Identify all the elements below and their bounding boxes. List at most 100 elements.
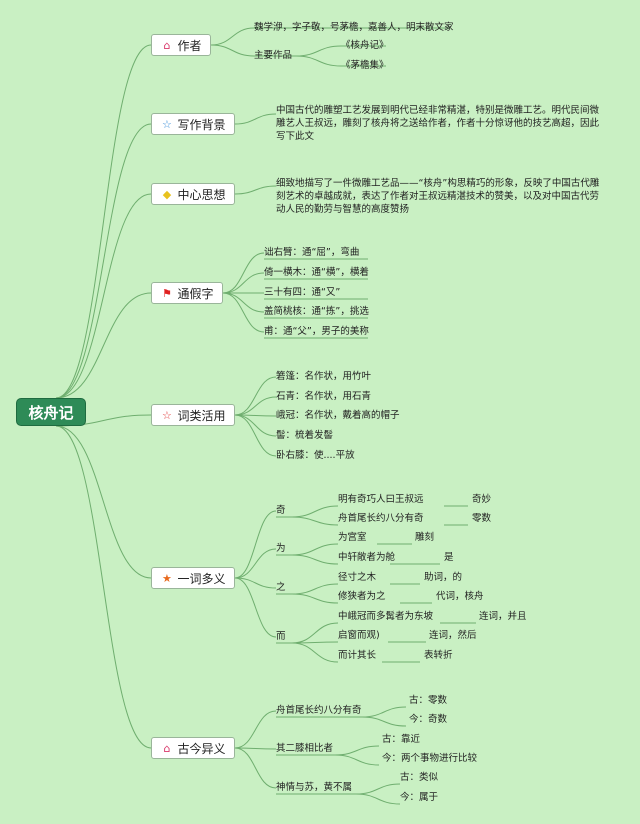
root-to-branch-line (55, 425, 152, 749)
duoyi-word: 奇 (276, 505, 286, 516)
root-to-branch-line (55, 123, 152, 399)
tongjia-item: 三十有四：通“又” (264, 287, 341, 298)
gujin-gu: 古：零数 (409, 695, 448, 706)
connector-line (210, 27, 255, 46)
root-to-branch-line (55, 292, 152, 399)
branch-background[interactable]: ☆ 写作背景 (151, 113, 235, 135)
connector-line (234, 577, 277, 638)
connector-line (295, 45, 342, 57)
work-item: 《核舟记》 (341, 40, 389, 51)
gujin-phrase: 神情与苏，黄不属 (276, 782, 353, 793)
duoyi-meaning: 连词，然后 (429, 630, 477, 641)
tongjia-item: 倚一横木：通“横”，横着 (264, 267, 369, 278)
gujin-gu: 古：类似 (400, 772, 439, 783)
gujin-jin: 今：两个事物进行比较 (382, 753, 478, 764)
connector-line (234, 548, 277, 579)
author-info: 魏学洢，字子敬，号茅檐，嘉善人，明末散文家 (254, 22, 454, 33)
duoyi-phrase: 中峨冠而多髯者为东坡 (338, 611, 434, 622)
root-node[interactable]: 核舟记 (16, 398, 86, 426)
duoyi-meaning: 雕刻 (415, 532, 435, 543)
connector-line (222, 272, 265, 294)
duoyi-phrase: 修狭者为之 (338, 591, 386, 602)
connector-line (334, 754, 380, 766)
branch-cilei[interactable]: ☆ 词类活用 (151, 404, 235, 426)
duoyi-word: 为 (276, 543, 286, 554)
house-icon: ⌂ (163, 38, 171, 52)
theme-text: 细致地描写了一件微雕工艺品——“核舟”构思精巧的形象，反映了中国古代雕刻艺术的卓… (276, 178, 600, 215)
connector-line (234, 414, 277, 437)
duoyi-phrase: 为宫室 (338, 532, 367, 543)
branch-author[interactable]: ⌂ 作者 (151, 34, 211, 56)
branch-label: 中心思想 (177, 187, 226, 202)
duoyi-meaning: 连词，并且 (479, 611, 527, 622)
connector-line (234, 396, 277, 416)
gujin-jin: 今：属于 (400, 792, 439, 803)
duoyi-phrase: 径寸之木 (338, 572, 377, 583)
duoyi-phrase: 舟首尾长约八分有奇 (338, 513, 424, 524)
branch-tongjia[interactable]: ⚑ 通假字 (151, 282, 223, 304)
star-outline-icon: ☆ (162, 117, 172, 131)
flag-icon: ⚑ (162, 286, 172, 300)
cilei-item: 髻：梳着发髻 (276, 430, 334, 441)
duoyi-phrase: 中轩敞者为舱 (338, 552, 396, 563)
connector-line (234, 185, 277, 195)
gujin-jin: 今：奇数 (409, 714, 448, 725)
connector-line (291, 622, 339, 644)
works-label: 主要作品 (254, 50, 293, 61)
connector-line (222, 292, 265, 313)
duoyi-word: 之 (276, 582, 286, 593)
star-filled-icon: ★ (162, 571, 172, 585)
connector-line (222, 252, 265, 294)
branch-label: 作者 (177, 38, 202, 53)
duoyi-word: 而 (276, 631, 286, 642)
connector-line (295, 55, 342, 67)
connector-line (234, 710, 277, 749)
branch-label: 古今异义 (177, 741, 226, 756)
branch-label: 一词多义 (177, 571, 226, 586)
cilei-item: 箬篷：名作状，用竹叶 (276, 371, 372, 382)
connector-line (361, 716, 407, 727)
duoyi-phrase: 明有奇巧人曰王叔远 (338, 494, 424, 505)
tongjia-item: 诎右臂：通“屈”，弯曲 (264, 247, 360, 258)
root-to-branch-line (55, 425, 152, 579)
connector-line (234, 510, 277, 579)
connector-line (210, 44, 255, 57)
duoyi-phrase: 启窗而观) (338, 630, 380, 641)
connector-line (291, 516, 339, 526)
duoyi-meaning: 代词，核舟 (436, 591, 484, 602)
connector-line (361, 706, 407, 718)
connector-line (234, 747, 277, 789)
connector-line (234, 376, 277, 416)
branch-gujin[interactable]: ⌂ 古今异义 (151, 737, 235, 759)
gem-icon: ◆ (162, 187, 172, 201)
branch-label: 写作背景 (177, 117, 226, 132)
connector-line (234, 113, 277, 125)
connector-line (234, 414, 277, 457)
duoyi-phrase: 而计其长 (338, 650, 377, 661)
duoyi-meaning: 表转折 (424, 650, 453, 661)
connector-line (291, 554, 339, 565)
duoyi-meaning: 是 (444, 552, 454, 563)
connector-line (291, 583, 339, 595)
gujin-gu: 古：靠近 (382, 734, 421, 745)
connector-line (234, 747, 277, 750)
connector-line (222, 292, 265, 333)
branch-theme[interactable]: ◆ 中心思想 (151, 183, 235, 205)
branch-duoyi[interactable]: ★ 一词多义 (151, 567, 235, 589)
tongjia-item: 甫：通“父”，男子的美称 (264, 326, 369, 337)
connector-line (291, 543, 339, 556)
root-to-branch-line (55, 44, 152, 399)
connector-line (234, 577, 277, 589)
gujin-phrase: 其二膝相比者 (276, 743, 334, 754)
work-item: 《茅檐集》 (341, 60, 389, 71)
branch-label: 通假字 (177, 286, 214, 301)
cilei-item: 卧右膝：使....平放 (276, 450, 355, 461)
cilei-item: 峨冠：名作状，戴着高的帽子 (276, 410, 400, 421)
connector-line (291, 642, 339, 663)
cilei-item: 石青：名作状，用石青 (276, 391, 372, 402)
connector-line (355, 793, 401, 805)
star-outline-icon: ☆ (162, 408, 172, 422)
connector-line (334, 745, 380, 756)
duoyi-meaning: 零数 (472, 513, 492, 524)
